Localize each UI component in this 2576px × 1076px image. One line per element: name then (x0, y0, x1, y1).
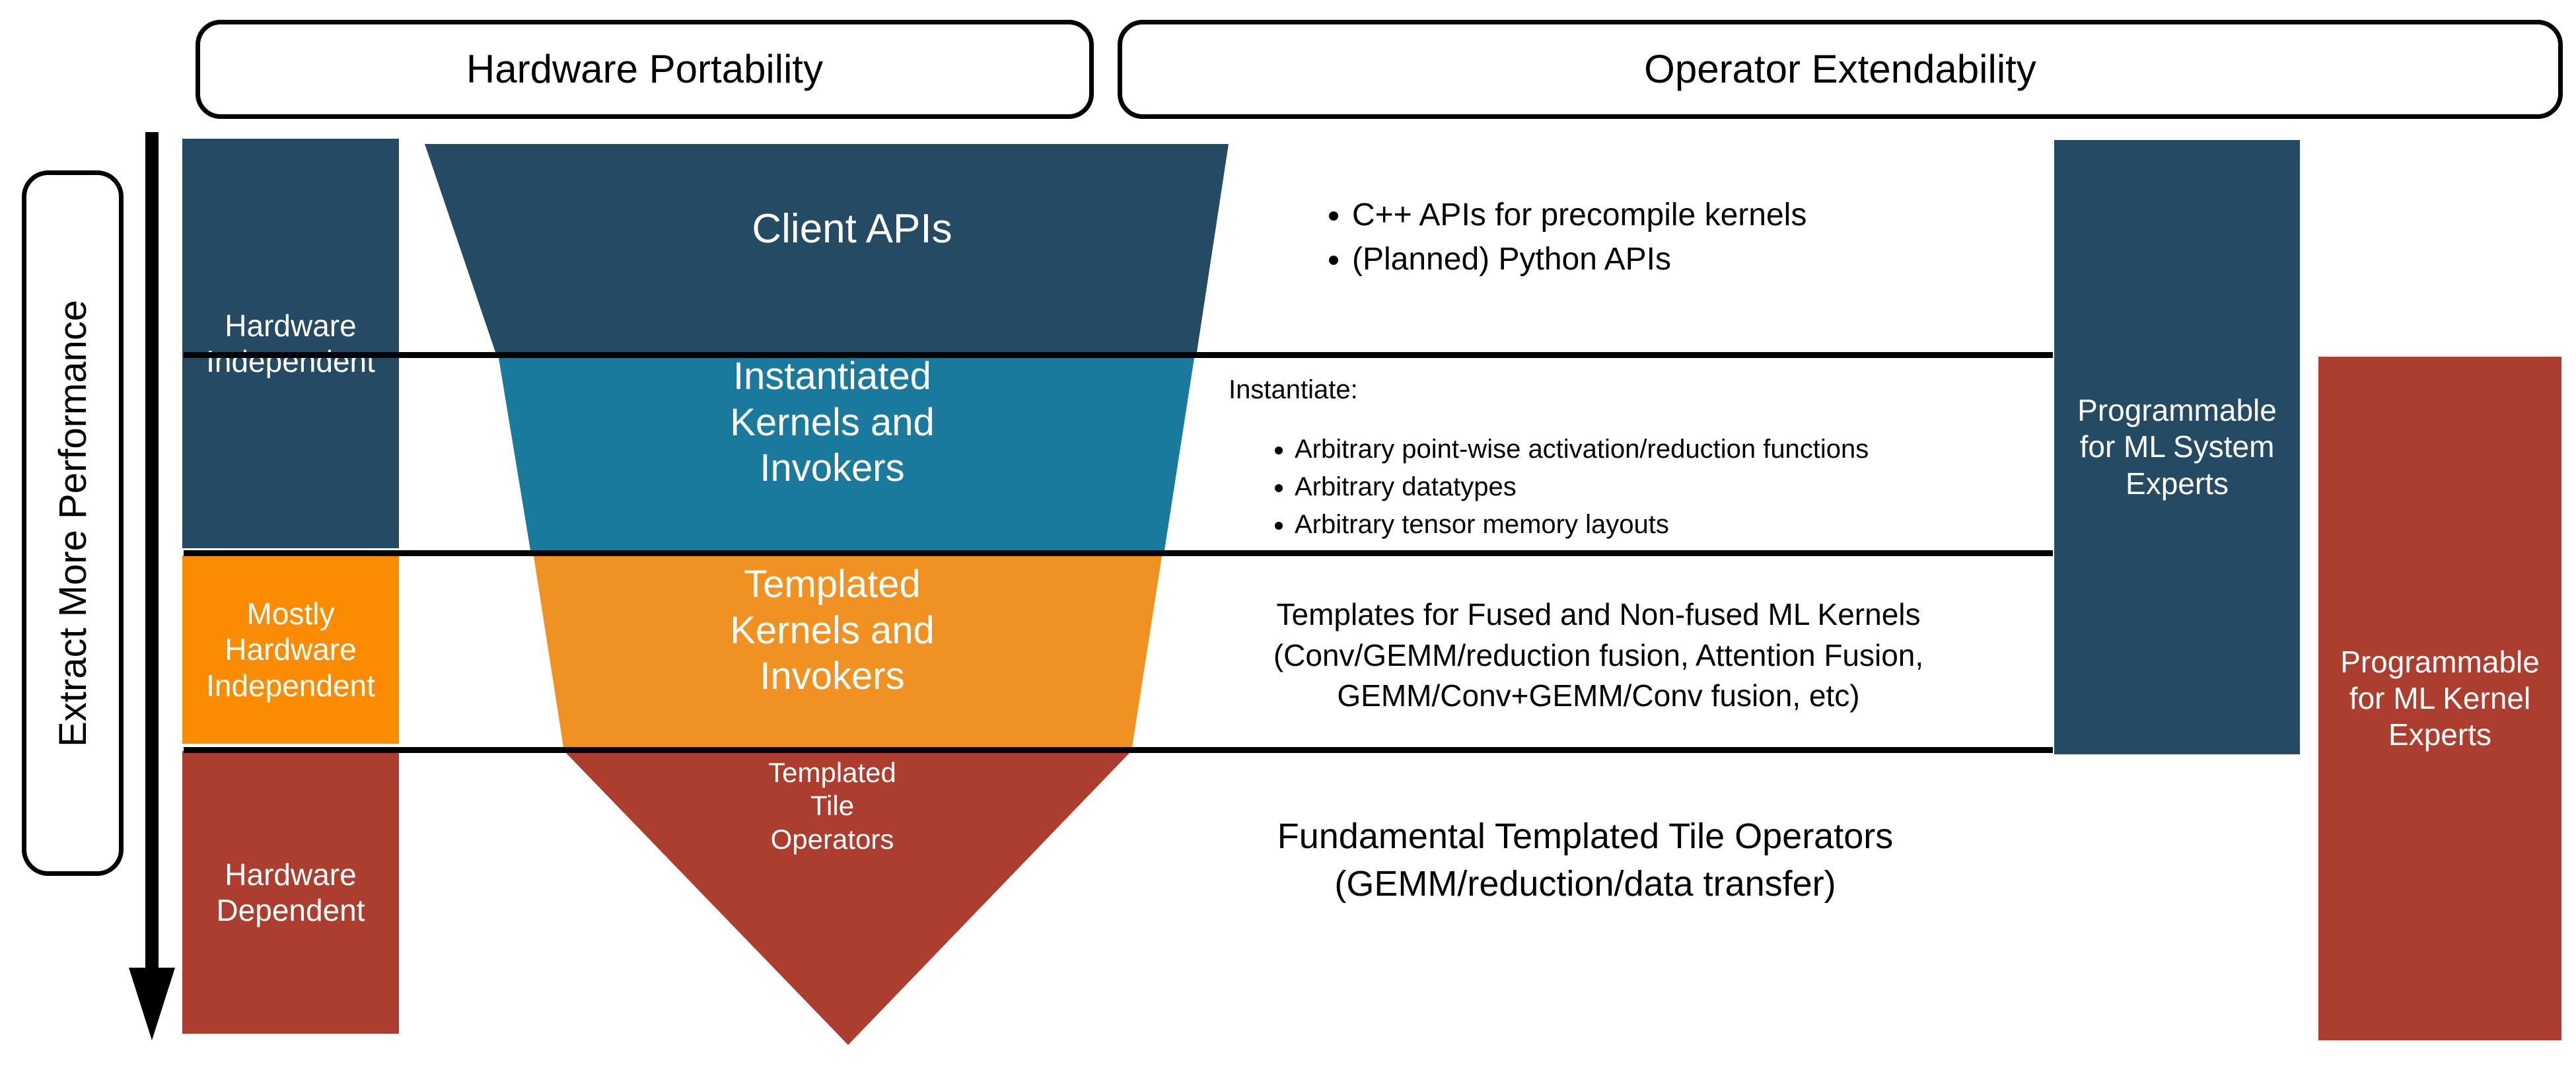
funnel-layer-instantiated-kernels (499, 358, 1194, 550)
funnel-layer-templated-tile-operators (566, 753, 1129, 1045)
funnel-layer-templated-kernels (534, 556, 1162, 747)
divider-rule-1 (184, 352, 2053, 358)
divider-rule-3 (184, 747, 2053, 753)
instantiate-bullet-2: Arbitrary tensor memory layouts (1295, 508, 1869, 542)
hardware-level-hardware-dependent: Hardware Dependent (182, 751, 399, 1034)
client-apis-bullet-list: C++ APIs for precompile kernels (Planned… (1318, 195, 1807, 284)
instantiate-heading: Instantiate: (1229, 375, 1358, 404)
down-arrow-icon (129, 132, 175, 1040)
inverted-funnel-graphic (425, 144, 1229, 1045)
header-pill-operator-extendability-label: Operator Extendability (1644, 47, 2036, 91)
fundamental-tile-operators-description: Fundamental Templated Tile Operators (GE… (1277, 816, 1894, 904)
client-apis-bullet-0: C++ APIs for precompile kernels (1352, 195, 1807, 235)
instantiate-bullet-1: Arbitrary datatypes (1295, 470, 1869, 504)
funnel-layer-client-apis (425, 144, 1229, 352)
hardware-level-mostly-hardware-independent: Mostly Hardware Independent (182, 556, 399, 744)
header-pill-operator-extendability: Operator Extendability (1118, 20, 2563, 119)
extract-more-performance-box: Extract More Performance (22, 170, 124, 876)
persona-bar-ml-system-experts: Programmable for ML System Experts (2054, 140, 2300, 754)
header-pill-hardware-portability-label: Hardware Portability (466, 47, 824, 91)
persona-bar-ml-kernel-experts: Programmable for ML Kernel Experts (2318, 357, 2561, 1040)
templated-kernels-description: Templates for Fused and Non-fused ML Ker… (1273, 597, 1924, 713)
hardware-level-hardware-independent: Hardware Independent (182, 139, 399, 548)
instantiate-bullet-list: Arbitrary point-wise activation/reductio… (1262, 433, 1869, 546)
divider-rule-2 (184, 550, 2053, 556)
extract-more-performance-label: Extract More Performance (51, 299, 94, 747)
header-pill-hardware-portability: Hardware Portability (196, 20, 1094, 119)
instantiate-bullet-0: Arbitrary point-wise activation/reductio… (1295, 433, 1869, 466)
client-apis-bullet-1: (Planned) Python APIs (1352, 239, 1807, 279)
